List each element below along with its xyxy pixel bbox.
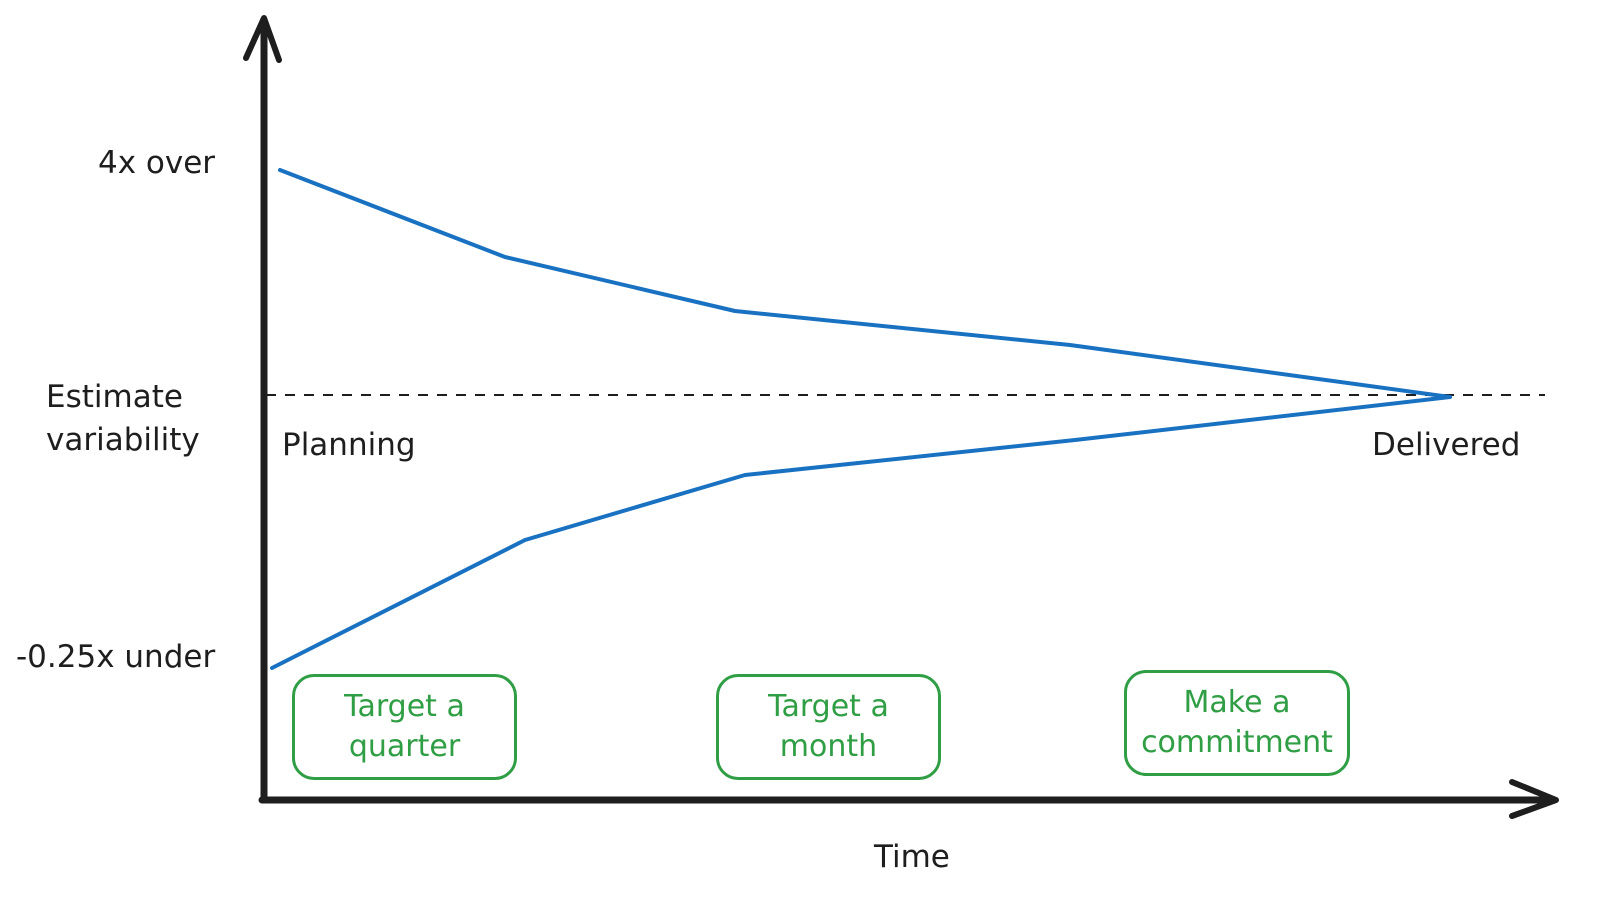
x-axis-label: Time	[874, 839, 950, 875]
milestone-label: Make a commitment	[1141, 684, 1333, 761]
milestone-target-month: Target a month	[716, 674, 941, 780]
milestone-make-commitment: Make a commitment	[1124, 670, 1350, 776]
y-axis-arrowhead	[243, 15, 282, 63]
delivered-label: Delivered	[1372, 427, 1521, 463]
bottom-variability-label: -0.25x under	[16, 639, 216, 675]
upper-bound-line	[278, 168, 1452, 399]
x-axis-arrowhead	[1509, 779, 1559, 819]
planning-label: Planning	[282, 427, 416, 463]
top-variability-label: 4x over	[98, 145, 216, 181]
y-axis-label: Estimate variability	[46, 379, 200, 459]
milestone-label: Target a quarter	[344, 688, 465, 765]
lower-bound-line	[270, 395, 1452, 670]
milestone-label: Target a month	[768, 688, 889, 765]
milestone-target-quarter: Target a quarter	[292, 674, 517, 780]
